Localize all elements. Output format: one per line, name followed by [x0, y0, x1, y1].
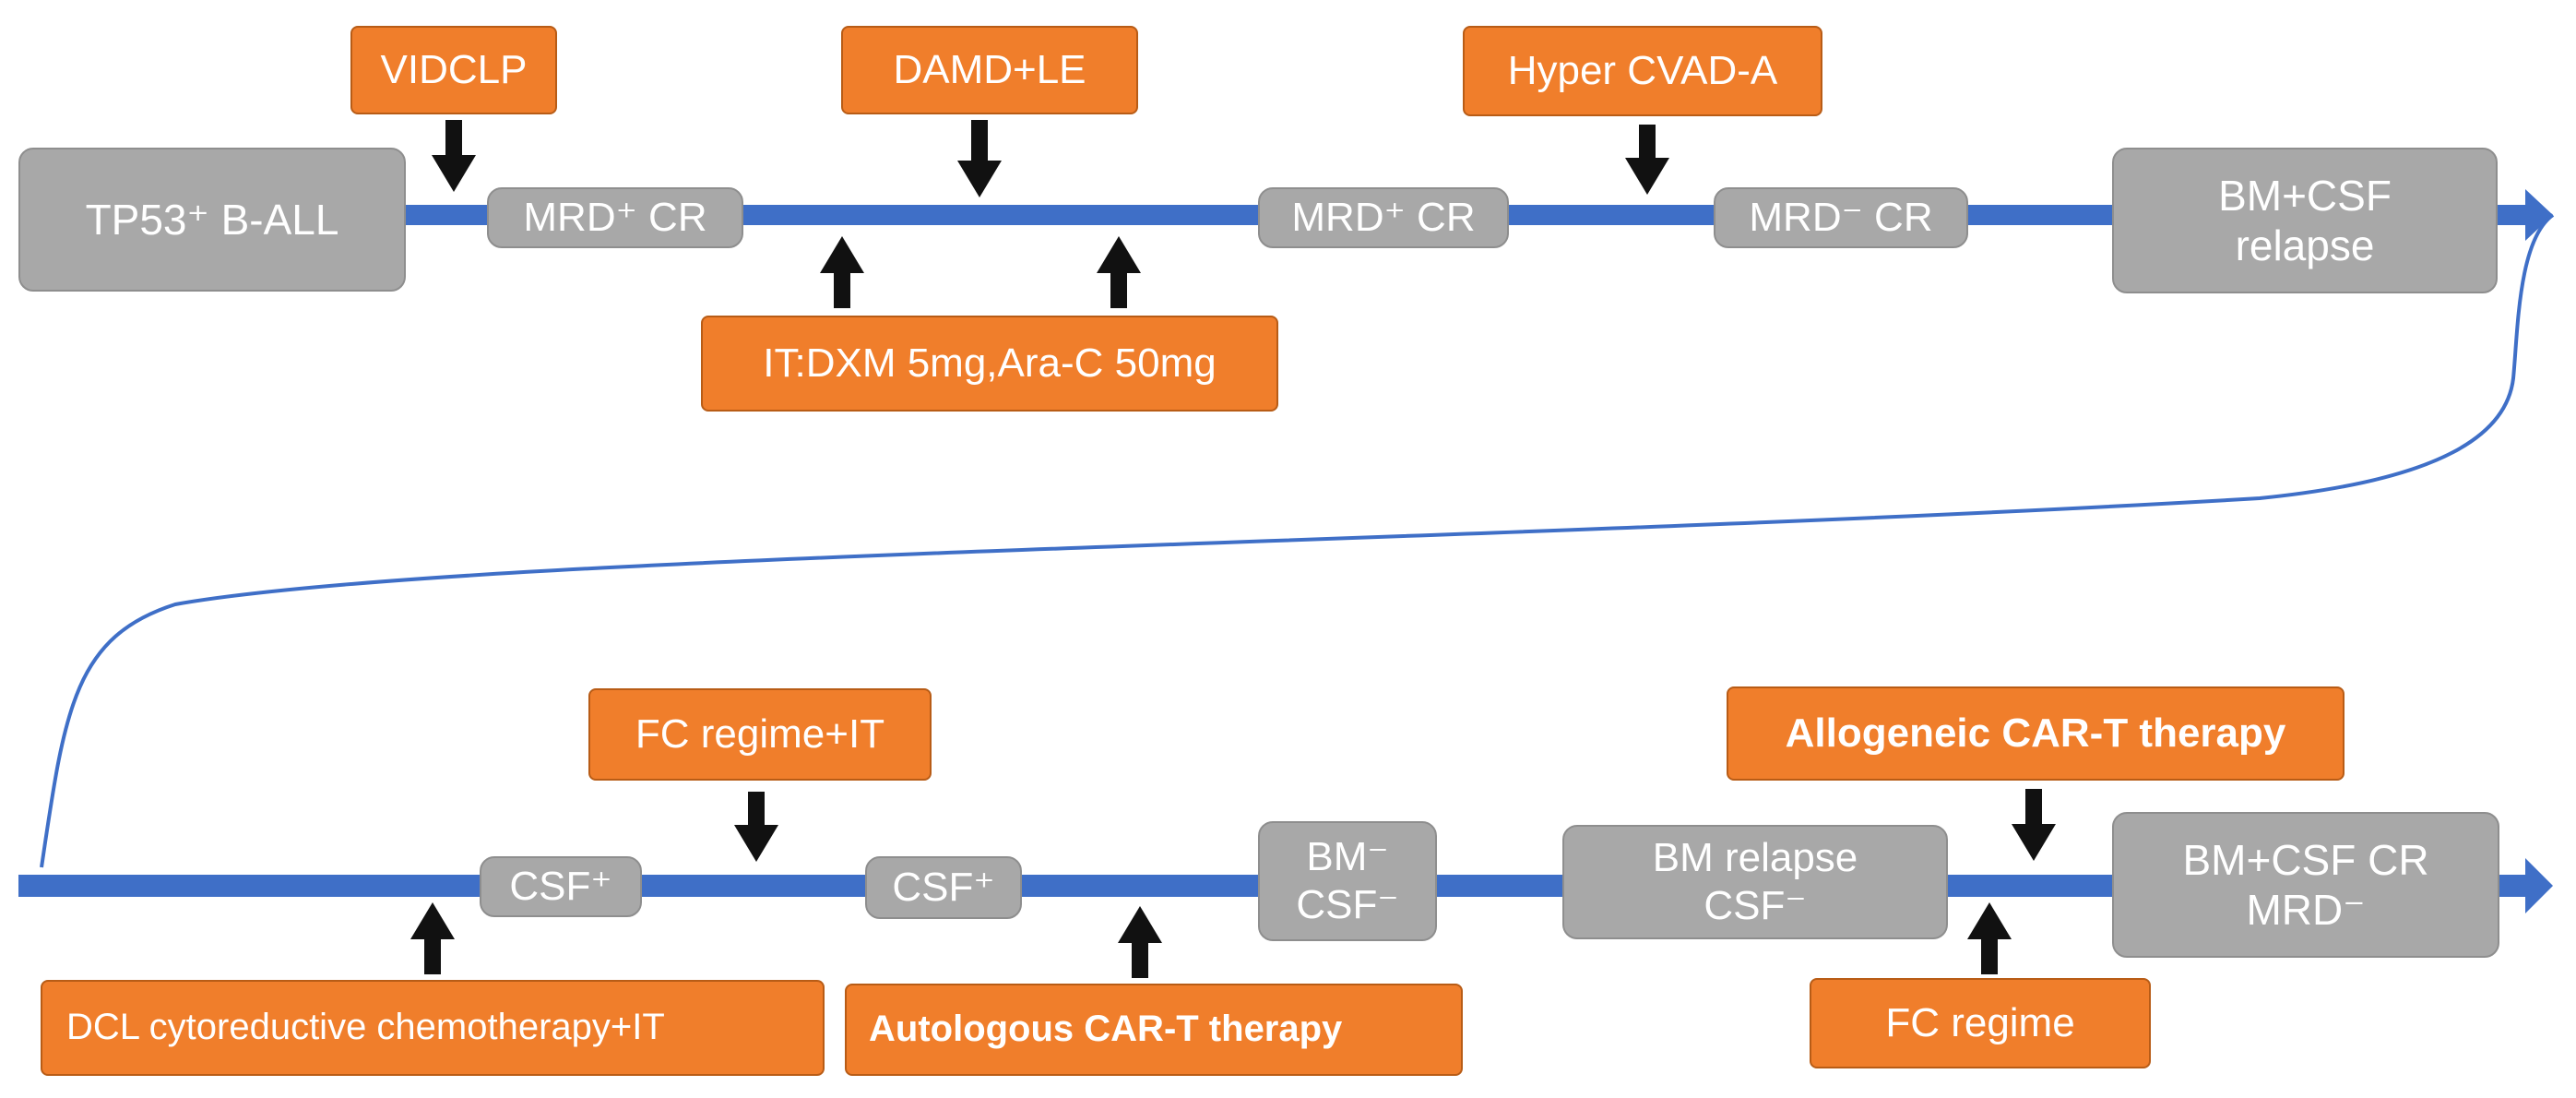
- timeline-connector: [40, 213, 2555, 868]
- node-final-cr-line2: MRD⁻: [2246, 886, 2366, 934]
- arrow-down-vidclp: [432, 120, 476, 192]
- node-csf-pos-1: CSF⁺: [480, 856, 642, 917]
- arrow-up-fc-regime: [1967, 902, 2012, 974]
- node-mrd-pos-cr-2: MRD⁺ CR: [1258, 187, 1509, 248]
- treatment-fc-regime-it: FC regime+IT: [588, 688, 932, 781]
- treatment-vidclp: VIDCLP: [350, 26, 557, 114]
- node-bm-csf-relapse: BM+CSF relapse: [2112, 148, 2498, 293]
- node-bm-neg-csf-neg: BM⁻ CSF⁻: [1258, 821, 1437, 941]
- node-csf-pos-2-label: CSF⁺: [892, 865, 995, 911]
- arrow-up-it-1: [820, 236, 864, 308]
- arrow-up-it-2: [1097, 236, 1141, 308]
- node-bm-neg-line1: BM⁻: [1306, 834, 1389, 880]
- timeline-arrowhead-top: [2525, 189, 2553, 241]
- node-bm-relapse-line2: CSF⁻: [1703, 883, 1807, 928]
- arrow-down-damd: [957, 120, 1002, 197]
- node-bm-neg-line2: CSF⁻: [1296, 882, 1399, 927]
- arrow-up-autologous-cart: [1118, 906, 1162, 978]
- treatment-hyper-cvad-label: Hyper CVAD-A: [1507, 48, 1778, 94]
- node-mrd-neg-cr-label: MRD⁻ CR: [1749, 195, 1933, 241]
- arrow-down-fc-regime-it: [734, 792, 778, 862]
- node-csf-pos-1-label: CSF⁺: [509, 864, 612, 910]
- node-final-cr: BM+CSF CR MRD⁻: [2112, 812, 2499, 958]
- treatment-hyper-cvad: Hyper CVAD-A: [1463, 26, 1822, 116]
- node-mrd-pos-cr-2-label: MRD⁺ CR: [1291, 195, 1476, 241]
- treatment-autologous-cart-label: Autologous CAR-T therapy: [869, 1008, 1343, 1050]
- treatment-it-dxm-label: IT:DXM 5mg,Ara-C 50mg: [763, 340, 1217, 387]
- treatment-allogeneic-cart: Allogeneic CAR-T therapy: [1727, 686, 2345, 781]
- arrow-down-hyper-cvad: [1625, 125, 1669, 195]
- treatment-fc-regime: FC regime: [1810, 978, 2151, 1068]
- timeline-arrowhead-bottom: [2525, 858, 2553, 913]
- node-mrd-pos-cr-1-label: MRD⁺ CR: [523, 195, 707, 241]
- treatment-damd-le: DAMD+LE: [841, 26, 1138, 114]
- node-bm-csf-relapse-line2: relapse: [2235, 221, 2375, 269]
- treatment-it-dxm: IT:DXM 5mg,Ara-C 50mg: [701, 316, 1278, 412]
- treatment-vidclp-label: VIDCLP: [380, 47, 528, 93]
- node-csf-pos-2: CSF⁺: [865, 856, 1022, 919]
- treatment-damd-le-label: DAMD+LE: [893, 47, 1086, 93]
- treatment-autologous-cart: Autologous CAR-T therapy: [845, 984, 1463, 1076]
- node-bm-relapse-line1: BM relapse: [1652, 835, 1858, 881]
- node-bm-csf-relapse-line1: BM+CSF: [2218, 171, 2392, 220]
- arrow-up-dcl: [410, 902, 455, 974]
- treatment-fc-regime-label: FC regime: [1885, 1000, 2075, 1046]
- treatment-fc-regime-it-label: FC regime+IT: [635, 711, 885, 758]
- arrow-down-allogeneic-cart: [2012, 789, 2056, 861]
- treatment-dcl-chemo: DCL cytoreductive chemotherapy+IT: [41, 980, 825, 1076]
- node-bm-relapse: BM relapse CSF⁻: [1562, 825, 1948, 939]
- node-mrd-pos-cr-1: MRD⁺ CR: [487, 187, 743, 248]
- treatment-allogeneic-cart-label: Allogeneic CAR-T therapy: [1785, 710, 2286, 757]
- node-mrd-neg-cr: MRD⁻ CR: [1714, 187, 1968, 248]
- node-diagnosis-label: TP53⁺ B-ALL: [85, 195, 339, 244]
- treatment-dcl-chemo-label: DCL cytoreductive chemotherapy+IT: [66, 1007, 665, 1048]
- node-diagnosis: TP53⁺ B-ALL: [18, 148, 406, 292]
- node-final-cr-line1: BM+CSF CR: [2182, 835, 2429, 884]
